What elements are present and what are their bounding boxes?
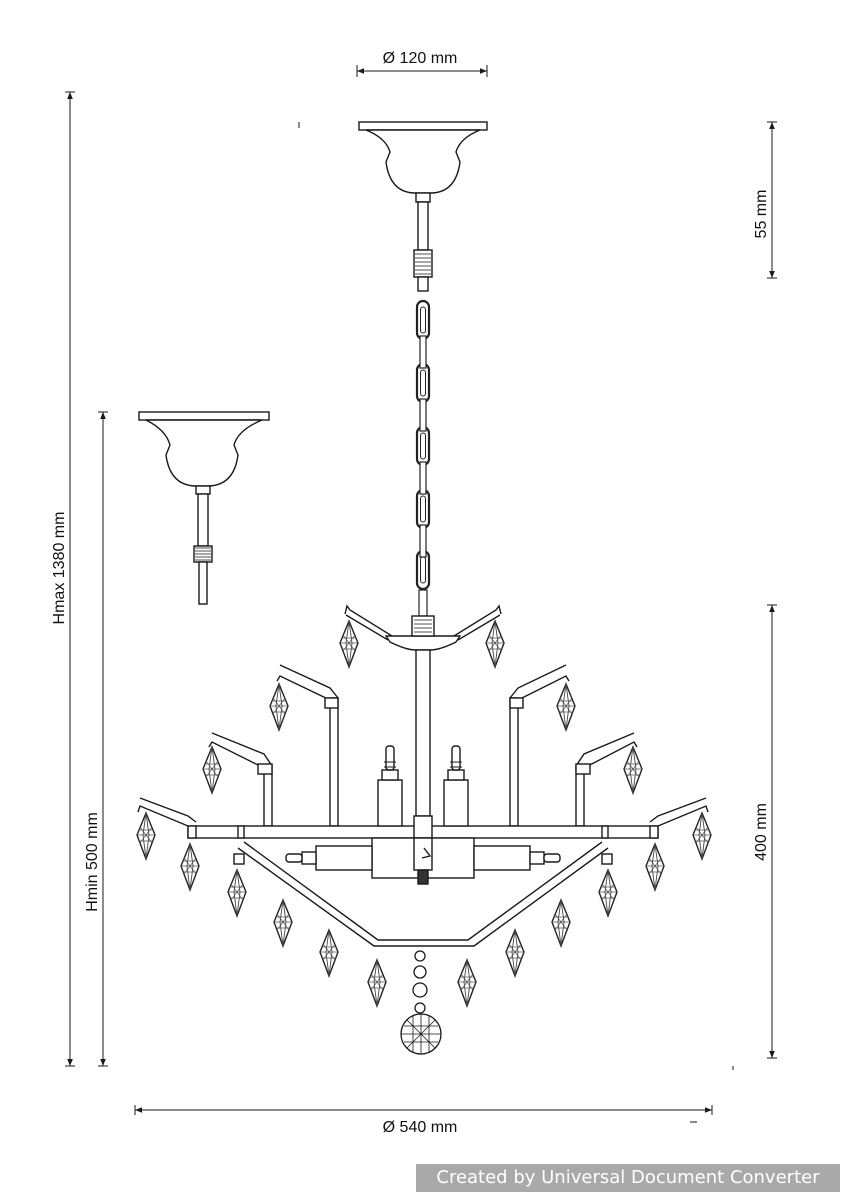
arms [137, 664, 709, 827]
dimension-body-height: 400 mm [753, 604, 777, 1059]
diameter-label: Ø 540 mm [383, 1119, 458, 1136]
hmax-label: Hmax 1380 mm [51, 512, 68, 625]
dimension-diameter: Ø 540 mm [134, 1105, 713, 1136]
canopy-height-label: 55 mm [753, 190, 770, 239]
dimension-hmin: Hmin 500 mm [84, 411, 108, 1067]
pendant-ball [400, 950, 442, 1055]
chain [415, 299, 431, 617]
top-hub [344, 604, 502, 651]
hmin-label: Hmin 500 mm [84, 812, 101, 912]
body-height-label: 400 mm [753, 803, 770, 861]
ceiling-diameter-label: Ø 120 mm [383, 50, 458, 67]
canopy-inset [138, 411, 270, 605]
main-ring [187, 815, 659, 885]
central-rod [415, 649, 431, 817]
watermark-banner: Created by Universal Document Converter [416, 1164, 840, 1192]
dimension-hmax: Hmax 1380 mm [51, 91, 75, 1067]
bulbs [285, 745, 561, 871]
lower-frame [233, 841, 613, 947]
dimension-canopy-height: 55 mm [753, 121, 777, 279]
ceiling-canopy [358, 121, 488, 292]
dimension-ceiling-diameter: Ø 120 mm [356, 50, 488, 77]
